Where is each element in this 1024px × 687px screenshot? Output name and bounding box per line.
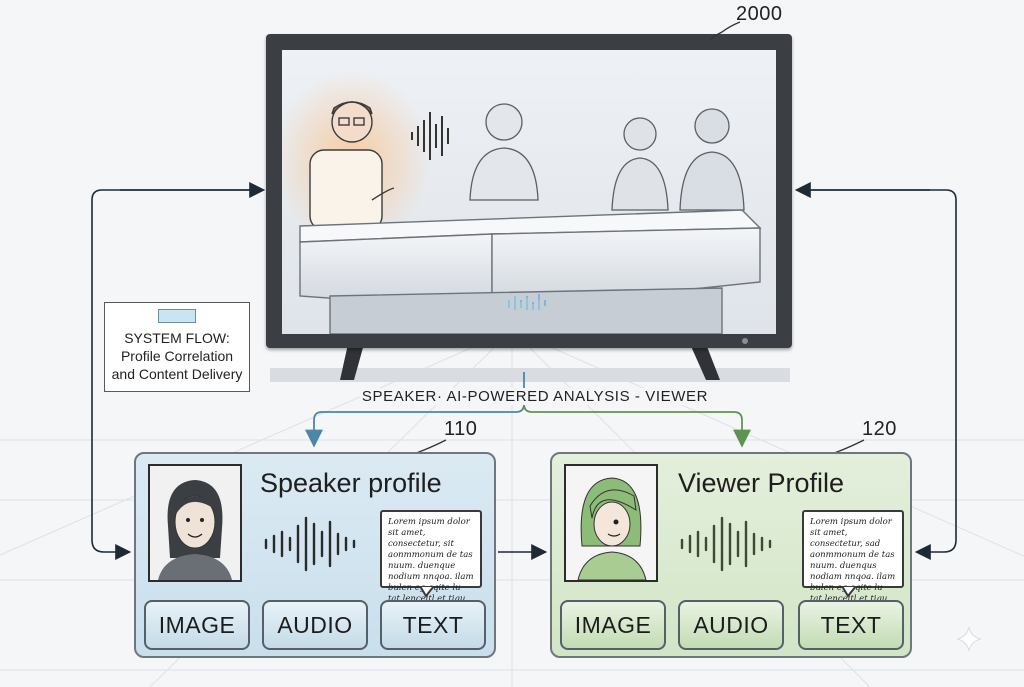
viewer-text-note: Lorem ipsum dolor sit amet, consectetur,…: [802, 510, 904, 615]
analysis-flow-label: SPEAKER· AI-POWERED ANALYSIS - VIEWER: [360, 388, 710, 405]
ref-label-device: 2000: [736, 3, 783, 25]
viewer-profile-title: Viewer Profile: [678, 468, 845, 498]
viewer-text-button[interactable]: TEXT: [798, 600, 904, 650]
speaker-voice-wave: [411, 112, 449, 160]
legend-swatch: [158, 309, 196, 323]
speaker-profile-panel: Speaker profile Lorem ipsum dolor sit am…: [134, 452, 496, 658]
ref-label-viewer-profile: 120: [862, 418, 897, 440]
conference-desk: [299, 209, 762, 334]
participant-2: [469, 103, 539, 201]
viewer-avatar: [564, 464, 658, 582]
speaker-portrait-icon: [150, 466, 240, 580]
tv-stand: [340, 344, 720, 380]
system-flow-legend: SYSTEM FLOW: Profile Correlation and Con…: [104, 302, 250, 392]
speaker-audio-wave-icon: [264, 516, 356, 572]
ref-leader-device: [709, 21, 741, 41]
viewer-image-button[interactable]: IMAGE: [560, 600, 666, 650]
ref-label-speaker-profile: 110: [444, 418, 478, 440]
legend-line-1: SYSTEM FLOW:: [124, 330, 230, 346]
meeting-scene: [282, 70, 762, 334]
speaker-text-note: Lorem ipsum dolor sit amet, consectetur,…: [380, 510, 482, 615]
viewer-note-tail: [842, 586, 858, 598]
speaker-note-tail: [420, 586, 436, 598]
viewer-audio-wave-icon: [680, 516, 772, 572]
participant-4: [679, 108, 745, 211]
speaker-text-button[interactable]: TEXT: [380, 600, 486, 650]
viewer-profile-panel: Viewer Profile Lorem ipsum dolor sit ame…: [550, 452, 912, 658]
viewer-audio-button[interactable]: AUDIO: [678, 600, 784, 650]
speaker-profile-title: Speaker profile: [260, 468, 442, 498]
viewer-portrait-icon: [566, 466, 656, 580]
tv-power-indicator: [742, 338, 748, 344]
sparkle-icon: [956, 626, 982, 652]
speaker-image-button[interactable]: IMAGE: [144, 600, 250, 650]
tv-floor-shadow: [270, 368, 790, 382]
participant-3: [611, 117, 669, 211]
legend-line-2: Profile Correlation: [120, 348, 234, 364]
legend-line-3: and Content Delivery: [111, 366, 243, 382]
speaker-avatar: [148, 464, 242, 582]
tv-screen: [282, 50, 776, 334]
speaker-audio-button[interactable]: AUDIO: [262, 600, 368, 650]
